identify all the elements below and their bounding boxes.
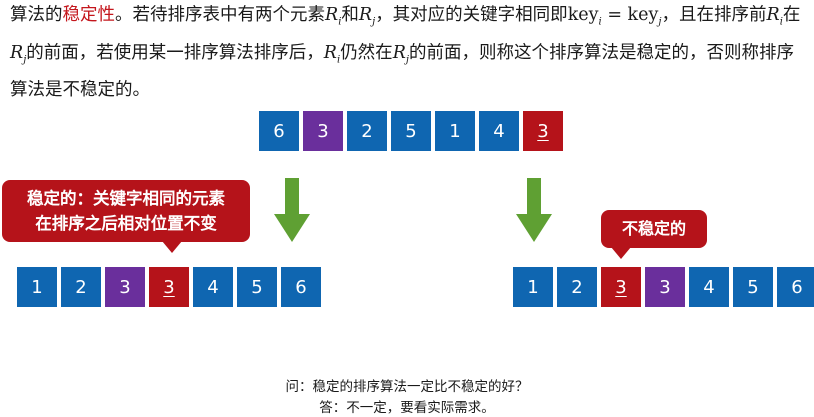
array-cell: 2: [347, 111, 387, 151]
stable-callout: 稳定的：关键字相同的元素 在排序之后相对位置不变: [2, 180, 250, 253]
key-word: key: [567, 5, 599, 25]
cell-value: 4: [493, 120, 505, 142]
cell-value: 3: [659, 276, 671, 298]
array-cell: 5: [391, 111, 431, 151]
cell-value: 2: [361, 120, 373, 142]
symbol-letter: R: [358, 5, 373, 25]
symbol-rj: Rj: [392, 42, 409, 66]
array-cell: 4: [479, 111, 519, 151]
array-cell: 3: [601, 267, 641, 307]
cell-value: 1: [31, 276, 43, 298]
cell-value: 2: [75, 276, 87, 298]
cell-value: 3: [163, 276, 175, 298]
array-cell: 5: [237, 267, 277, 307]
symbol-letter: R: [325, 5, 339, 25]
answer-text: 答：不一定，要看实际需求。: [319, 400, 495, 416]
array-cell: 2: [61, 267, 101, 307]
symbol-letter: R: [392, 42, 406, 63]
array-cell: 6: [259, 111, 299, 151]
symbol-ri: Ri: [323, 42, 341, 66]
cell-value: 5: [251, 276, 263, 298]
cell-value: 4: [207, 276, 219, 298]
array-cell: 2: [557, 267, 597, 307]
symbol-ri: Ri: [766, 5, 783, 28]
symbol-letter: R: [323, 42, 337, 63]
text-segment: 的前面，则称这个排序算法是稳定的，否则称排序算法是不稳定的。: [10, 42, 794, 101]
callout-label: 不稳定的: [621, 219, 686, 238]
text-segment: ，其对应的关键字相同即: [375, 5, 568, 25]
cell-value: 3: [615, 276, 627, 298]
array-cell: 3: [523, 111, 563, 151]
text-segment: 在: [782, 5, 801, 25]
array-cell: 3: [105, 267, 145, 307]
cell-value: 1: [527, 276, 539, 298]
text-segment: 和: [341, 5, 359, 25]
subscript: j: [658, 16, 662, 28]
array-cell: 3: [645, 267, 685, 307]
callout-line: 在排序之后相对位置不变: [35, 214, 217, 233]
cell-value: 3: [119, 276, 131, 298]
equals-sign: =: [601, 5, 628, 25]
text-segment: 算法的: [10, 5, 63, 25]
array-cell: 1: [435, 111, 475, 151]
subscript: i: [336, 54, 341, 65]
unsorted-array: 6 3 2 5 1 4 3: [259, 111, 563, 151]
array-cell: 4: [689, 267, 729, 307]
unstable-sorted-array: 1 2 3 3 4 5 6: [513, 267, 814, 307]
callout-line: 稳定的：关键字相同的元素: [27, 189, 225, 208]
definition-paragraph: 算法的稳定性。若待排序表中有两个元素Ri和Rj，其对应的关键字相同即keyi =…: [10, 0, 810, 106]
cell-value: 5: [747, 276, 759, 298]
array-cell: 1: [17, 267, 57, 307]
cell-value: 3: [317, 120, 329, 142]
subscript: i: [779, 16, 783, 28]
array-cell: 6: [777, 267, 814, 307]
array-cell: 1: [513, 267, 553, 307]
text-segment: 。若待排序表中有两个元素: [115, 5, 325, 25]
array-cell: 3: [303, 111, 343, 151]
array-cell: 5: [733, 267, 773, 307]
question-text: 问：稳定的排序算法一定比不稳定的好？: [285, 379, 529, 395]
cell-value: 1: [449, 120, 461, 142]
key-word: key: [627, 5, 659, 25]
cell-value: 6: [273, 120, 285, 142]
cell-value: 6: [791, 276, 803, 298]
unstable-callout: 不稳定的: [601, 210, 707, 259]
stable-sorted-array: 1 2 3 3 4 5 6: [17, 267, 321, 307]
subscript: j: [405, 54, 409, 65]
subscript: j: [23, 54, 27, 65]
subscript: j: [372, 16, 376, 28]
symbol-rj: Rj: [10, 42, 27, 66]
highlight-stability: 稳定性: [62, 5, 116, 25]
subscript: i: [338, 16, 342, 28]
array-cell: 4: [193, 267, 233, 307]
key-j: keyj: [627, 5, 662, 28]
text-segment: ，且在排序前: [661, 5, 767, 25]
array-cell: 6: [281, 267, 321, 307]
array-cell: 3: [149, 267, 189, 307]
symbol-rj: Rj: [358, 5, 376, 28]
cell-value: 2: [571, 276, 583, 298]
down-arrow-icon: [516, 178, 552, 242]
cell-value: 4: [703, 276, 715, 298]
cell-value: 5: [405, 120, 417, 142]
text-segment: 仍然在: [340, 42, 393, 63]
symbol-letter: R: [10, 42, 24, 63]
symbol-letter: R: [766, 5, 780, 25]
subscript: i: [598, 16, 602, 28]
key-i: keyi: [567, 5, 602, 28]
text-segment: 的前面，若使用某一排序算法排序后，: [26, 42, 324, 63]
down-arrow-icon: [274, 178, 310, 242]
cell-value: 3: [537, 120, 549, 142]
cell-value: 6: [295, 276, 307, 298]
symbol-ri: Ri: [325, 5, 342, 28]
